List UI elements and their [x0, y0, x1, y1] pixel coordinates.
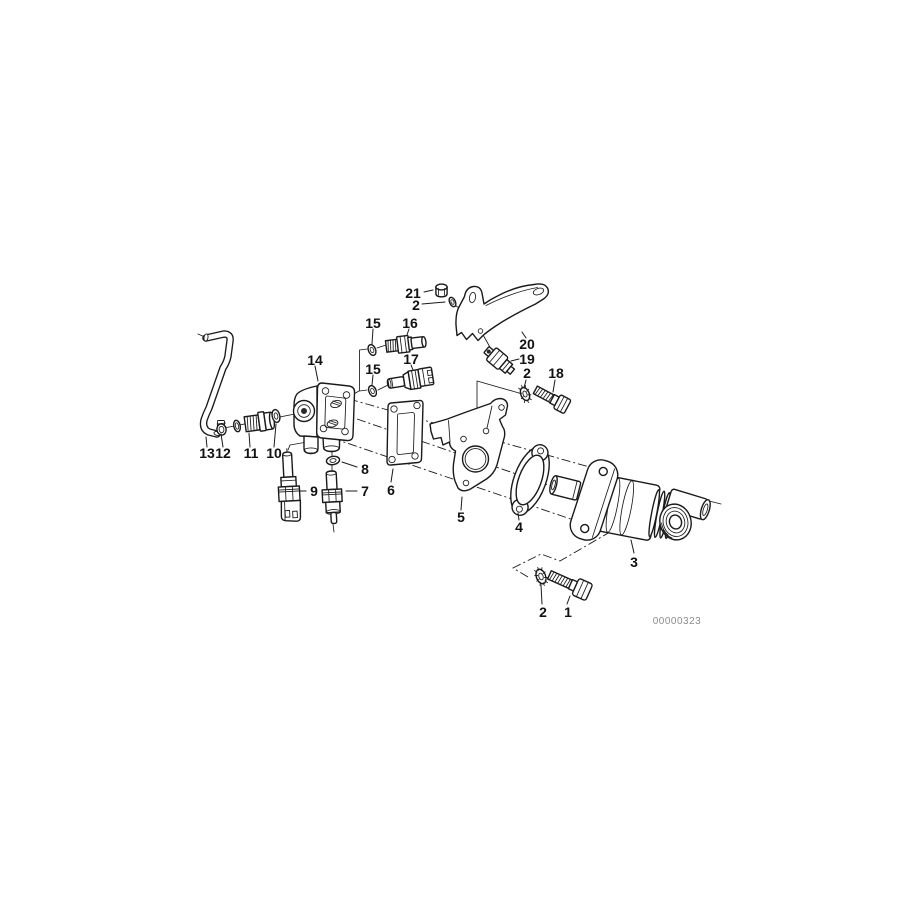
part-17-sensor: [386, 366, 435, 391]
callout-numbers: 21 2 15 16 14 15 17 20 19 2 18 13 12 11 …: [199, 285, 638, 620]
drawing-number-watermark: 00000323: [653, 616, 702, 627]
part-15-washer-upper: [367, 343, 377, 357]
part-13-hose: [199, 330, 234, 438]
part-2-washer-top: [448, 296, 457, 308]
part-14-housing: [292, 382, 356, 455]
callout-16: 16: [402, 315, 418, 331]
callout-5: 5: [457, 509, 465, 525]
callout-2-bottom: 2: [539, 604, 547, 620]
part-16-sensor: [384, 334, 427, 354]
callout-7: 7: [361, 483, 369, 499]
part-11-plug: [232, 411, 276, 433]
callout-11: 11: [244, 445, 259, 461]
part-19-valve: [483, 346, 516, 375]
callout-4: 4: [515, 519, 523, 535]
part-9-sensor: [277, 448, 302, 522]
part-18-bolt: [532, 385, 572, 414]
callout-6: 6: [387, 482, 395, 498]
callout-leader-lines: [205, 289, 635, 605]
callout-2-mid: 2: [523, 365, 531, 381]
callout-15-lower: 15: [365, 361, 381, 377]
part-7-sensor: [321, 470, 343, 525]
callout-9: 9: [310, 483, 318, 499]
callout-18: 18: [548, 365, 564, 381]
callout-17: 17: [403, 351, 419, 367]
callout-12: 12: [215, 445, 231, 461]
callout-13: 13: [199, 445, 215, 461]
part-12-clamp: [216, 420, 227, 436]
callout-19: 19: [519, 351, 535, 367]
part-21-nut: [435, 283, 448, 298]
callout-2-top: 2: [412, 297, 420, 313]
callout-15-upper: 15: [365, 315, 381, 331]
callout-14: 14: [307, 352, 323, 368]
part-20-bracket: [455, 283, 550, 342]
part-6-gasket: [386, 399, 424, 466]
part-15-washer-lower: [367, 384, 378, 398]
callout-3: 3: [630, 554, 638, 570]
callout-8: 8: [361, 461, 369, 477]
part-4-gasket: [510, 444, 550, 516]
part-10-washer: [271, 408, 281, 424]
callout-20: 20: [519, 336, 535, 352]
part-2-washer-mid: [518, 385, 532, 403]
part-8-washer: [325, 455, 341, 466]
callout-10: 10: [266, 445, 282, 461]
part-2-washer-bottom: [534, 566, 548, 587]
part-1-bolt: [546, 570, 593, 601]
part-5-bracket: [429, 397, 509, 492]
callout-21: 21: [405, 285, 421, 301]
callout-1: 1: [564, 604, 572, 620]
part-3-cold-start-valve: [549, 459, 722, 541]
